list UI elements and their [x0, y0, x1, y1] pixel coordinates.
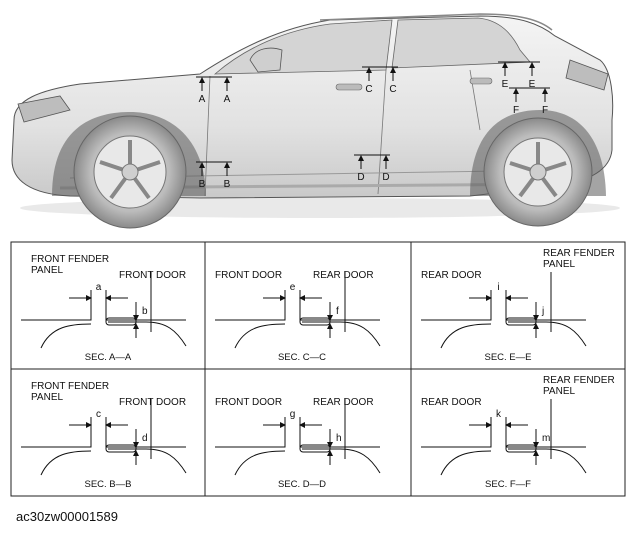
marker-letter: F: [513, 105, 519, 116]
right-panel-return: [108, 448, 187, 474]
marker-letter: A: [224, 94, 231, 105]
marker-letter: F: [542, 105, 548, 116]
left-panel-return: [234, 323, 286, 349]
front-wheel: [73, 115, 187, 229]
section-title: SEC. A—A: [85, 352, 132, 363]
marker-letter: D: [357, 172, 364, 183]
marker-b-2: B: [224, 162, 231, 190]
left-panel-edge: [421, 417, 492, 448]
left-part-label: REAR DOOR: [421, 397, 482, 408]
left-panel-edge: [215, 417, 286, 448]
right-part-label: FRONT DOOR: [119, 270, 186, 281]
marker-letter: E: [502, 79, 509, 90]
flush-dimension-label: b: [142, 306, 148, 317]
flush-dimension-label: d: [142, 433, 148, 444]
weatherstrip: [105, 317, 137, 326]
weatherstrip: [505, 317, 537, 326]
marker-letter: D: [382, 172, 389, 183]
figure-id: ac30zw00001589: [16, 509, 118, 524]
marker-c-2: C: [389, 67, 397, 95]
weatherstrip: [105, 444, 137, 453]
left-panel-edge: [21, 290, 92, 321]
right-panel-return: [508, 321, 587, 347]
gap-dimension-label: k: [496, 409, 502, 420]
right-panel-return: [302, 448, 381, 474]
left-panel-return: [440, 450, 492, 476]
right-panel-return: [108, 321, 187, 347]
gap-dimension-label: i: [497, 282, 499, 293]
flush-dimension-label: f: [336, 306, 339, 317]
left-panel-edge: [215, 290, 286, 321]
flush-dimension-label: m: [542, 433, 550, 444]
left-panel-edge: [421, 290, 492, 321]
gap-dimension-label: g: [290, 409, 296, 420]
marker-e-2: E: [529, 62, 536, 90]
right-panel-return: [302, 321, 381, 347]
vehicle-illustration: A A B B C C D D E E F F: [11, 13, 620, 229]
marker-f-2: F: [542, 88, 548, 116]
left-panel-return: [40, 323, 92, 349]
left-panel-return: [40, 450, 92, 476]
marker-letter: E: [529, 79, 536, 90]
right-part-label: REAR DOOR: [313, 397, 374, 408]
section-title: SEC. C—C: [278, 352, 326, 363]
marker-letter: B: [199, 179, 206, 190]
marker-letter: C: [389, 84, 396, 95]
section-title: SEC. B—B: [85, 479, 132, 490]
left-part-label: FRONT DOOR: [215, 397, 282, 408]
right-part-label: REAR DOOR: [313, 270, 374, 281]
section-title: SEC. F—F: [485, 479, 531, 490]
left-panel-edge: [21, 417, 92, 448]
marker-letter: B: [224, 179, 231, 190]
weatherstrip: [299, 444, 331, 453]
section-markers: A A B B C C D D E E F F: [196, 61, 550, 190]
left-part-label: FRONT DOOR: [215, 270, 282, 281]
left-part-label: REAR DOOR: [421, 270, 482, 281]
right-panel-edge: [299, 290, 380, 321]
section-grid: [10, 241, 626, 497]
right-panel-edge: [505, 290, 586, 321]
weatherstrip: [299, 317, 331, 326]
section-title: SEC. E—E: [485, 352, 532, 363]
rear-wheel: [483, 117, 593, 227]
flush-dimension-label: h: [336, 433, 342, 444]
weatherstrip: [505, 444, 537, 453]
gap-dimension-label: e: [290, 282, 296, 293]
marker-a-2: A: [224, 77, 231, 105]
right-panel-return: [508, 448, 587, 474]
left-panel-return: [440, 323, 492, 349]
right-part-label: FRONT DOOR: [119, 397, 186, 408]
marker-letter: A: [199, 94, 206, 105]
gap-dimension-label: a: [96, 282, 102, 293]
marker-d-2: D: [382, 155, 390, 183]
marker-letter: C: [365, 84, 372, 95]
gap-dimension-label: c: [96, 409, 101, 420]
left-panel-return: [234, 450, 286, 476]
flush-dimension-label: j: [541, 306, 544, 317]
section-title: SEC. D—D: [278, 479, 326, 490]
